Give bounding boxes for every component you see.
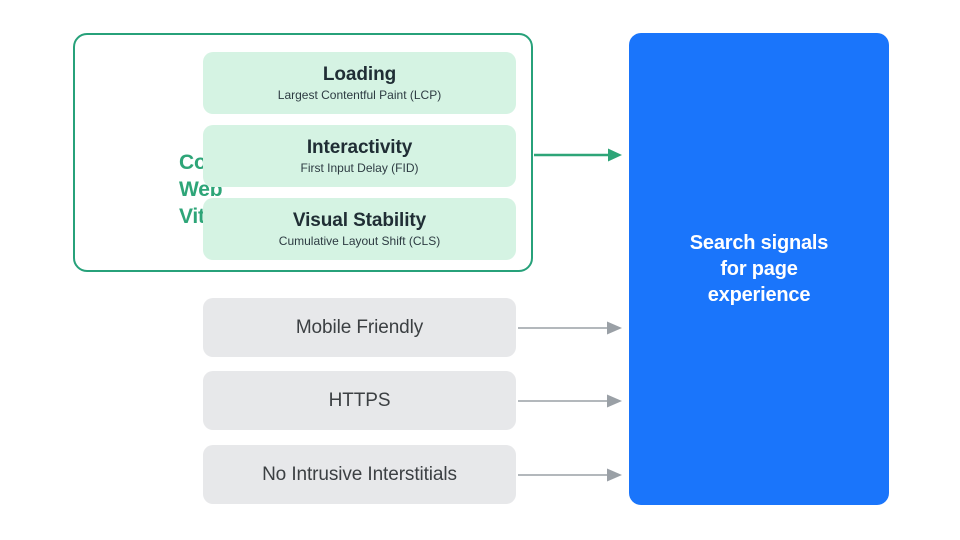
core-web-vitals-arrow <box>534 148 622 162</box>
metric-box-interactivity[interactable]: Interactivity First Input Delay (FID) <box>203 125 516 187</box>
search-signals-line3: experience <box>707 284 811 306</box>
metric-box-loading[interactable]: Loading Largest Contentful Paint (LCP) <box>203 52 516 114</box>
search-signals-line1: Search signals <box>689 232 829 254</box>
https-arrow <box>518 394 622 408</box>
metric-box-visual-stability[interactable]: Visual Stability Cumulative Layout Shift… <box>203 198 516 260</box>
signal-box-no-intrusive-interstitials[interactable]: No Intrusive Interstitials <box>203 445 516 504</box>
metric-title: Loading <box>322 64 397 85</box>
metric-subtitle: Largest Contentful Paint (LCP) <box>277 88 442 102</box>
signal-label: No Intrusive Interstitials <box>262 464 457 485</box>
search-signals-panel[interactable]: Search signals for page experience <box>629 33 889 505</box>
signal-box-https[interactable]: HTTPS <box>203 371 516 430</box>
no-intrusive-interstitials-arrow <box>518 468 622 482</box>
metric-title: Visual Stability <box>292 210 427 231</box>
signal-label: HTTPS <box>328 390 391 411</box>
signal-label: Mobile Friendly <box>295 317 424 338</box>
mobile-friendly-arrow <box>518 321 622 335</box>
search-signals-line2: for page <box>720 258 798 280</box>
metric-subtitle: Cumulative Layout Shift (CLS) <box>278 234 441 248</box>
search-signals-panel-text: Search signals for page experience <box>672 230 846 308</box>
signal-box-mobile-friendly[interactable]: Mobile Friendly <box>203 298 516 357</box>
metric-subtitle: First Input Delay (FID) <box>300 161 419 175</box>
metric-title: Interactivity <box>306 137 413 158</box>
